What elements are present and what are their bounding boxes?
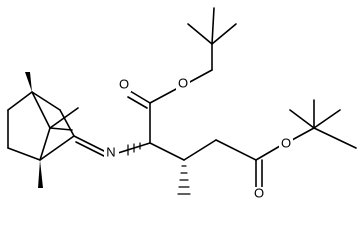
- beta-methyl-hash-bond: [177, 165, 191, 195]
- bond: [73, 135, 105, 152]
- bond: [313, 109, 341, 129]
- chemical-structure: O O N O O: [7, 7, 357, 201]
- bond: [211, 7, 215, 45]
- ester2-ether-oxygen-label: O: [281, 135, 291, 150]
- bond: [7, 147, 41, 161]
- bond: [183, 139, 217, 161]
- ester2-carbonyl-oxygen-label: O: [254, 185, 264, 200]
- bond: [39, 135, 75, 161]
- imine-nitrogen-label: N: [106, 144, 115, 159]
- bond: [215, 139, 257, 161]
- bond: [127, 96, 148, 109]
- ester-2: [183, 99, 357, 189]
- bornane-ring: [7, 91, 79, 161]
- stereo-wedges: [25, 72, 43, 188]
- bond: [75, 141, 105, 157]
- bond: [49, 127, 73, 131]
- bond: [31, 91, 61, 111]
- bond: [39, 127, 51, 161]
- ester-1: [127, 7, 237, 144]
- bond: [187, 69, 213, 84]
- bond: [31, 91, 51, 129]
- bond: [149, 87, 179, 104]
- bridgehead-methyl-wedge: [38, 160, 43, 188]
- bond: [59, 109, 75, 137]
- bond: [187, 23, 213, 45]
- bond: [211, 23, 237, 45]
- atom-labels: O O N O O: [104, 75, 293, 201]
- bond: [49, 107, 79, 129]
- imine-double-bond: [73, 135, 105, 157]
- bond: [149, 142, 185, 161]
- bond: [129, 90, 151, 104]
- alpha-hash-bond: [127, 142, 141, 156]
- bond: [289, 109, 315, 129]
- ester1-ether-oxygen-label: O: [178, 75, 188, 90]
- bond: [291, 127, 315, 141]
- bond: [313, 127, 357, 149]
- bond: [255, 145, 281, 161]
- ester1-carbonyl-oxygen-label: O: [119, 76, 129, 91]
- bond: [7, 91, 33, 111]
- bridgehead-h-wedge: [25, 72, 32, 92]
